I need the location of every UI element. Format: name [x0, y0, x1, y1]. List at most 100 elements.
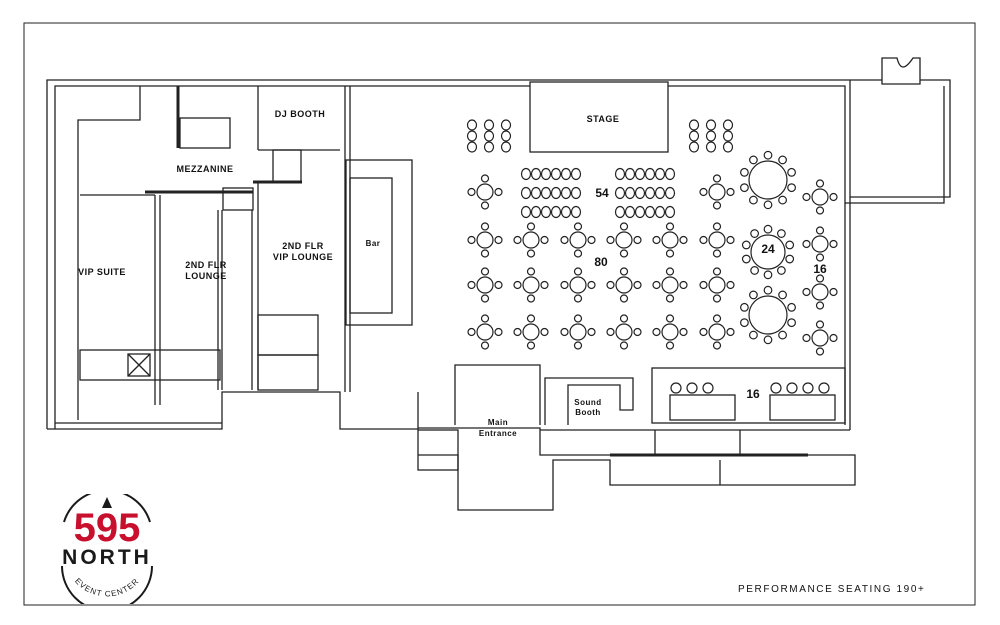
table-top — [708, 276, 726, 294]
chair — [526, 294, 536, 303]
chair — [619, 314, 629, 323]
chair — [619, 294, 629, 303]
chair — [712, 222, 722, 231]
chair — [652, 235, 661, 245]
chair — [763, 335, 773, 345]
booth-chair — [786, 382, 798, 394]
chair — [829, 287, 838, 297]
chair — [573, 294, 583, 303]
round-table — [802, 179, 838, 215]
table-top — [750, 234, 786, 270]
chair — [513, 327, 522, 337]
label-stage: STAGE — [587, 114, 620, 124]
chair — [560, 327, 569, 337]
theater-chair — [614, 186, 626, 200]
count-rounds: 80 — [594, 255, 608, 269]
chair — [688, 130, 700, 142]
chair — [699, 327, 708, 337]
label-mezzanine: MEZZANINE — [177, 164, 234, 174]
chair — [665, 294, 675, 303]
chair — [665, 222, 675, 231]
round-table — [699, 314, 735, 350]
chair — [741, 240, 751, 250]
table-top — [569, 323, 587, 341]
round-table — [560, 314, 596, 350]
chair — [763, 200, 773, 210]
booth-chair — [702, 382, 714, 394]
theater-chair — [570, 167, 582, 181]
label-sound-booth-1: Sound — [574, 398, 601, 407]
chair — [619, 222, 629, 231]
chair — [540, 280, 549, 290]
round-table — [699, 222, 735, 258]
chair — [750, 229, 759, 238]
chair — [560, 235, 569, 245]
chair — [722, 130, 734, 142]
chair — [480, 222, 490, 231]
chair — [540, 327, 549, 337]
chair — [750, 266, 759, 275]
chair — [740, 183, 749, 193]
chair — [815, 253, 825, 262]
chair — [494, 187, 503, 197]
theater-chair — [634, 167, 646, 181]
chair — [785, 254, 795, 264]
large-round-table — [740, 285, 796, 345]
chair — [480, 267, 490, 276]
chair — [526, 249, 536, 258]
round-table — [699, 267, 735, 303]
chair — [619, 249, 629, 258]
label-2nd-flr-vip-lounge-2: VIP LOUNGE — [273, 252, 333, 262]
chair — [829, 239, 838, 249]
chair — [560, 280, 569, 290]
chair — [606, 280, 615, 290]
compass-arc-icon — [63, 494, 151, 523]
booth-chair — [818, 382, 830, 394]
chair — [712, 249, 722, 258]
performance-seating-caption: PERFORMANCE SEATING 190+ — [738, 584, 926, 595]
chair — [705, 130, 717, 142]
label-vip-suite: VIP SUITE — [78, 267, 126, 277]
chair — [712, 294, 722, 303]
chair — [741, 254, 751, 264]
chair — [712, 174, 722, 183]
chair — [480, 314, 490, 323]
table-top — [476, 183, 494, 201]
booth-chair — [802, 382, 814, 394]
chair — [526, 341, 536, 350]
theater-chair — [634, 186, 646, 200]
round-table — [652, 314, 688, 350]
theater-chair — [624, 167, 636, 181]
theater-chair — [634, 205, 646, 219]
chair — [787, 302, 796, 312]
chair — [573, 267, 583, 276]
chair — [500, 119, 512, 131]
chair — [587, 280, 596, 290]
table-top — [811, 188, 829, 206]
chair — [619, 341, 629, 350]
logo-name: NORTH — [62, 546, 152, 569]
brand-logo: 595 NORTH EVENT CENTER — [61, 494, 153, 604]
round-table — [652, 222, 688, 258]
chair — [726, 235, 735, 245]
theater-chair — [540, 205, 552, 219]
chair — [494, 327, 503, 337]
chair — [815, 347, 825, 356]
chair — [573, 314, 583, 323]
theater-chair — [520, 205, 532, 219]
chair — [480, 294, 490, 303]
chair — [787, 318, 796, 328]
theater-chair — [654, 205, 666, 219]
table-top — [476, 276, 494, 294]
table-top — [569, 231, 587, 249]
chair — [679, 280, 688, 290]
table-top — [708, 231, 726, 249]
chair — [763, 270, 773, 280]
label-2nd-flr-vip-lounge-1: 2ND FLR — [282, 241, 324, 251]
theater-chair — [644, 186, 656, 200]
theater-chair — [530, 205, 542, 219]
round-table — [560, 222, 596, 258]
chair — [705, 141, 717, 153]
chair — [777, 266, 786, 275]
